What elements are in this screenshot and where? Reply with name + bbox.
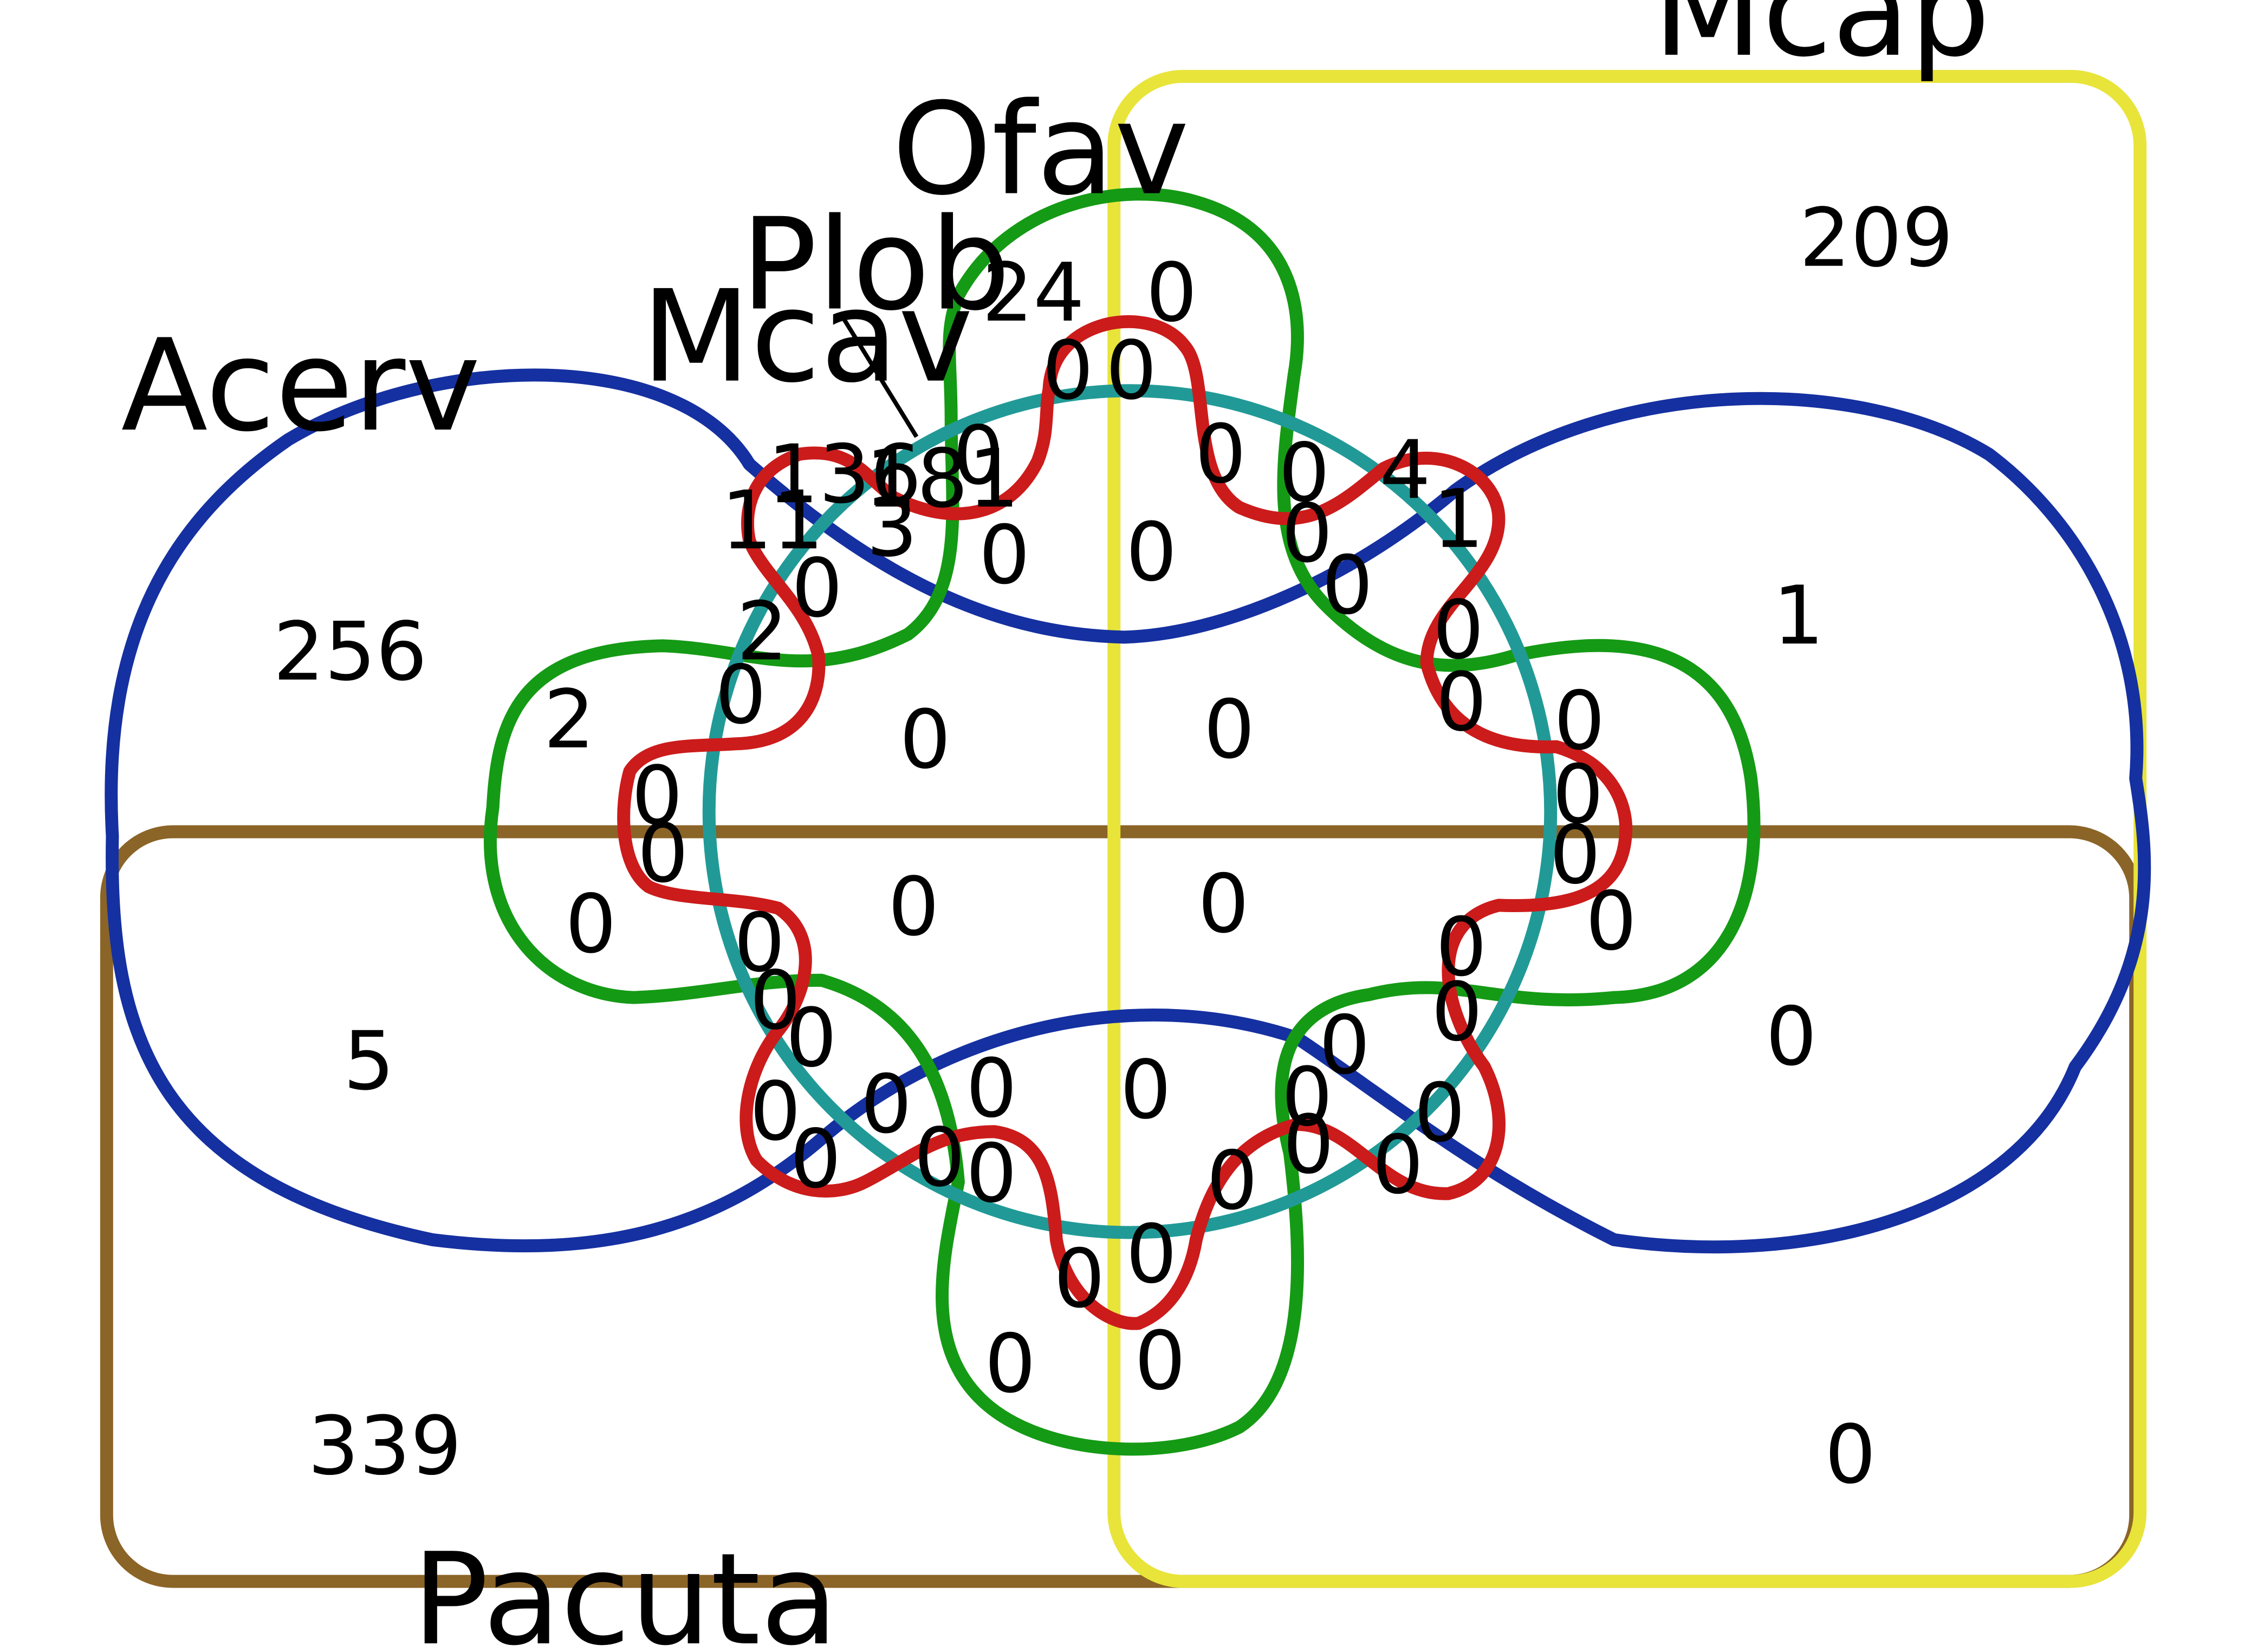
ofav-set-outline bbox=[484, 187, 1761, 1456]
region-count: 5 bbox=[343, 1014, 395, 1108]
region-count: 0 bbox=[1206, 1134, 1258, 1228]
region-count: 0 bbox=[1126, 1208, 1177, 1302]
region-count: 0 bbox=[1319, 999, 1370, 1092]
region-count: 0 bbox=[565, 878, 617, 972]
region-count: 0 bbox=[786, 992, 837, 1085]
region-count: 0 bbox=[1554, 674, 1605, 768]
region-count: 11 bbox=[721, 474, 824, 568]
region-count: 0 bbox=[734, 896, 785, 990]
plob-leader-line bbox=[842, 318, 919, 438]
region-count: 256 bbox=[273, 606, 427, 699]
region-counts: 256 2 5 0 339 136 181 11 3 24 0 0 0 0 20… bbox=[273, 192, 1953, 1502]
region-count: 0 bbox=[715, 648, 767, 742]
region-count: 0 bbox=[1372, 1118, 1424, 1212]
pacuta-label: Pacuta bbox=[412, 1526, 838, 1652]
region-count: 0 bbox=[1552, 748, 1604, 842]
region-count: 0 bbox=[861, 1058, 912, 1152]
region-count: 0 bbox=[1322, 539, 1373, 633]
region-count: 209 bbox=[1799, 192, 1953, 285]
region-count: 0 bbox=[1586, 875, 1637, 968]
region-count: 0 bbox=[1106, 324, 1157, 418]
acerv-label: Acerv bbox=[121, 313, 480, 460]
region-count: 0 bbox=[792, 542, 843, 635]
region-count: 0 bbox=[1281, 1051, 1333, 1144]
region-count: 136 bbox=[768, 428, 922, 522]
region-count: 0 bbox=[1766, 990, 1817, 1084]
region-count: 0 bbox=[750, 954, 801, 1048]
region-count: 0 bbox=[1054, 1232, 1105, 1326]
plob-label: Plob bbox=[741, 191, 1010, 339]
region-count: 4 bbox=[1379, 424, 1431, 517]
region-count: 0 bbox=[1198, 857, 1249, 951]
plob-set-outline bbox=[617, 315, 1633, 1330]
region-count: 0 bbox=[750, 1065, 801, 1159]
region-count: 0 bbox=[1414, 1066, 1465, 1160]
region-count: 0 bbox=[966, 1042, 1017, 1136]
region-count: 0 bbox=[1825, 1408, 1876, 1502]
region-count: 0 bbox=[1283, 1098, 1334, 1192]
region-count: 0 bbox=[914, 1111, 965, 1205]
mcav-set-outline bbox=[702, 384, 1558, 1239]
region-count: 0 bbox=[790, 1113, 841, 1206]
mcap-label: Mcap bbox=[1653, 0, 1990, 85]
region-count: 0 bbox=[1146, 246, 1197, 340]
region-count: 0 bbox=[1042, 324, 1094, 418]
region-count: 0 bbox=[979, 509, 1030, 602]
region-count: 0 bbox=[1436, 901, 1487, 994]
region-count: 0 bbox=[1204, 683, 1255, 777]
region-count: 0 bbox=[966, 1127, 1017, 1221]
region-count: 0 bbox=[1436, 656, 1487, 750]
region-count: 2 bbox=[543, 673, 595, 767]
region-count: 0 bbox=[637, 807, 689, 901]
region-count: 0 bbox=[984, 1317, 1036, 1411]
acerv-set-outline bbox=[105, 368, 2151, 1254]
region-count: 0 bbox=[1126, 506, 1177, 600]
ofav-label: Ofav bbox=[892, 76, 1190, 224]
region-count: 0 bbox=[1431, 966, 1483, 1059]
region-count: 2 bbox=[737, 585, 788, 679]
region-count: 0 bbox=[632, 750, 683, 843]
region-count: 0 bbox=[1279, 427, 1330, 521]
region-count: 339 bbox=[308, 1400, 462, 1493]
region-count: 0 bbox=[953, 409, 1004, 503]
region-count: 0 bbox=[1549, 809, 1601, 902]
region-count: 181 bbox=[866, 432, 1020, 526]
region-count: 0 bbox=[899, 693, 951, 787]
region-count: 0 bbox=[1195, 408, 1247, 502]
region-count: 1 bbox=[1773, 569, 1824, 663]
region-count: 1 bbox=[1433, 473, 1484, 567]
region-count: 0 bbox=[1281, 487, 1333, 581]
region-count: 24 bbox=[982, 246, 1085, 340]
region-count: 0 bbox=[1433, 584, 1484, 678]
region-count: 0 bbox=[1134, 1315, 1186, 1408]
region-count: 0 bbox=[888, 861, 939, 954]
region-count: 0 bbox=[1120, 1044, 1171, 1137]
mcav-label: Mcav bbox=[641, 264, 974, 411]
region-count: 3 bbox=[866, 482, 918, 575]
